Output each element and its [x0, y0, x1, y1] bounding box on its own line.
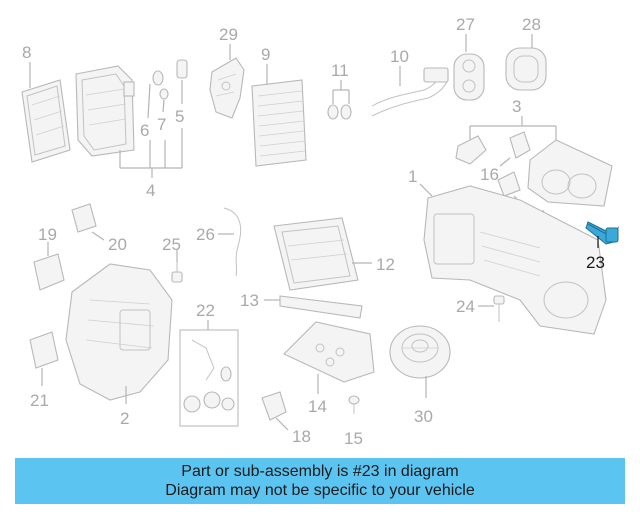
callout-14: 14 [308, 397, 327, 416]
part-28-drawing [505, 47, 547, 91]
part-19-drawing [33, 253, 65, 291]
callout-20: 20 [108, 235, 127, 254]
callout-29: 29 [219, 25, 238, 44]
parts-diagram: 8 4 6 7 5 29 9 [21, 15, 620, 448]
callout-25: 25 [162, 235, 181, 254]
part-10-drawing [371, 67, 449, 117]
banner-line-2: Diagram may not be specific to your vehi… [165, 482, 475, 499]
part-27-drawing [453, 53, 485, 101]
part-12-drawing [273, 217, 359, 291]
part-26-drawing [223, 207, 242, 277]
callout-8: 8 [22, 43, 31, 62]
callout-26: 26 [196, 225, 215, 244]
callout-27: 27 [456, 15, 475, 34]
callout-16: 16 [480, 165, 499, 184]
actuator-drawing [455, 135, 487, 165]
callout-1: 1 [408, 167, 417, 186]
part-7-drawing [159, 88, 169, 100]
callout-15: 15 [344, 429, 363, 448]
part-2-drawing [65, 263, 173, 401]
callout-7: 7 [157, 115, 166, 134]
part-1-drawing [423, 185, 607, 335]
callout-12: 12 [376, 255, 395, 274]
part-15-drawing [348, 395, 360, 414]
part-23-highlighted[interactable] [585, 221, 620, 245]
part-22-drawing [183, 339, 235, 413]
actuator-drawing [497, 171, 521, 197]
part-9-drawing [251, 79, 307, 167]
callout-2: 2 [120, 409, 129, 428]
part-5-drawing [176, 59, 188, 79]
part-13-drawing [279, 295, 363, 319]
part-4-drawing [75, 65, 135, 157]
part-3-drawing [527, 139, 613, 207]
part-30-drawing [389, 325, 451, 379]
part-24-drawing [493, 295, 505, 322]
callout-21: 21 [30, 391, 49, 410]
callout-30: 30 [414, 407, 433, 426]
callout-9: 9 [261, 45, 270, 64]
callout-4: 4 [146, 181, 155, 200]
callout-10: 10 [390, 47, 409, 66]
callout-5: 5 [175, 107, 184, 126]
part-8-drawing [21, 79, 71, 163]
callout-11: 11 [331, 61, 349, 80]
callout-3: 3 [512, 97, 521, 116]
actuator-drawing [509, 131, 531, 159]
banner-line-1: Part or sub-assembly is #23 in diagram [181, 463, 459, 480]
callout-19: 19 [38, 225, 57, 244]
callout-18: 18 [292, 427, 311, 446]
callout-22: 22 [196, 301, 215, 320]
part-14-drawing [283, 321, 375, 383]
part-6-drawing [152, 70, 164, 86]
callout-6: 6 [140, 121, 149, 140]
callout-13: 13 [240, 291, 259, 310]
part-21-drawing [29, 331, 59, 369]
part-29-drawing [209, 57, 245, 119]
callout-23: 23 [586, 253, 605, 272]
callout-24: 24 [456, 297, 475, 316]
callout-28: 28 [522, 15, 541, 34]
info-banner: Part or sub-assembly is #23 in diagram D… [15, 458, 625, 504]
part-11-drawing [327, 104, 352, 120]
part-25-drawing [171, 262, 183, 283]
part-18-drawing [261, 391, 287, 421]
part-20-drawing [71, 203, 97, 233]
